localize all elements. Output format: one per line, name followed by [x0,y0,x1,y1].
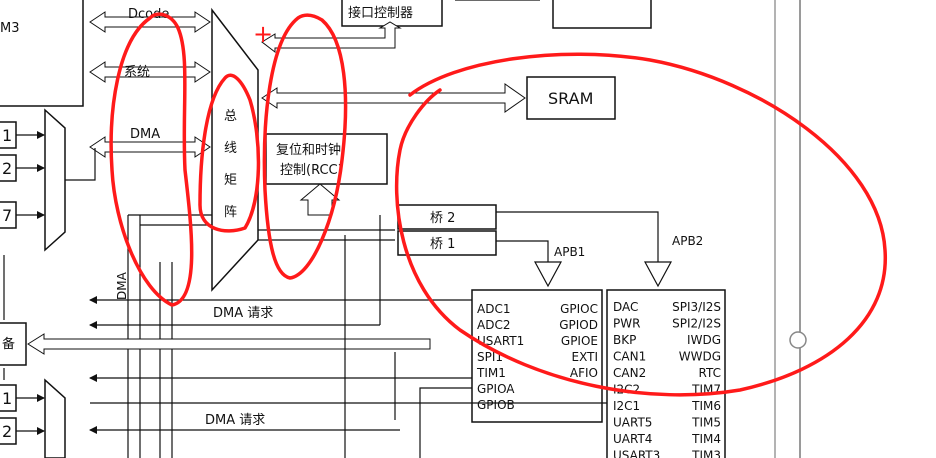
apb1-periph-gpioc: GPIOC [560,302,598,316]
apb2-line [496,211,659,262]
apb1-periph-usart1: USART1 [477,334,524,348]
bridge1-box [397,230,497,256]
ch7a-label: 7 [2,206,12,225]
apb2-periph-tim4: TIM4 [691,432,721,446]
apb2-periph-uart5: UART5 [613,416,652,430]
apb1-line [496,240,549,262]
matrix-to-sram-bus [261,83,526,113]
top-right-block [552,0,652,29]
red-annotations: + [109,12,887,397]
annotation-circle-apb-region [394,52,887,397]
apb1-periph-adc1: ADC1 [477,302,510,316]
annotation-plus-mark: + [253,20,273,48]
apb2-periph-tim3: TIM3 [691,449,721,458]
apb1-periph-afio: AFIO [570,366,598,380]
apb1-arrow [533,261,563,288]
system-label: 系统 [124,65,150,80]
apb2-periph-usart3: USART3 [613,449,660,458]
apb2-periph-uart4: UART4 [613,432,652,446]
side-fragment-label: 备 [2,336,15,352]
ch1b-label: 1 [2,389,12,408]
apb2-periph-dac: DAC [613,300,638,314]
apb2-periph-tim5: TIM5 [691,416,721,430]
apb1-periph-exti: EXTI [572,350,598,364]
tim3-fragment-label: M3 [0,21,20,36]
apb2-periph-i2c1: I2C1 [613,399,640,413]
annotation-circle-bus-matrix [198,73,261,233]
left-side-block [0,322,27,366]
matrix-to-ic-bus [261,21,402,54]
ch2a-label: 2 [2,159,12,178]
bridge2-label: 桥 2 [430,211,455,226]
apb1-periph-gpiod: GPIOD [559,318,598,332]
interface-controller-label: 接口控制器 [348,5,413,21]
apb1-peripheral-box [471,289,603,423]
apb2-label: APB2 [672,234,703,248]
sram-box [526,76,616,120]
ch1a-label: 1 [2,126,12,145]
apb2-peripheral-list: DACPWRBKPCAN1CAN2I2C2I2C1UART5UART4USART… [613,300,721,458]
apb2-periph-rtc: RTC [699,366,721,380]
rcc-label-line1: 复位和时钟 [276,142,341,158]
dma-request-2c-line [419,387,472,458]
dcode-bus-arrow [89,11,211,33]
apb1-periph-gpioe: GPIOE [561,334,598,348]
annotation-circle-system-buses [109,12,194,307]
dma-request-1b-connector [379,215,396,420]
apb2-periph-pwr: PWR [613,317,640,331]
apb1-periph-adc2: ADC2 [477,318,510,332]
bus-matrix-char-4: 阵 [224,205,237,220]
apb2-periph-can2: CAN2 [613,366,646,380]
dma2-channel-mux [44,378,66,458]
bridge2-box [397,204,497,230]
core-block-fragment [0,0,84,107]
dma-bus-arrow [89,136,211,158]
apb2-periph-spi2-i2s: SPI2/I2S [672,317,721,331]
dma1-channel-mux [44,108,66,252]
apb2-periph-wwdg: WWDG [679,350,721,364]
apb1-periph-gpiob: GPIOB [477,398,515,412]
bus-matrix-char-1: 总 [224,109,237,124]
bus-matrix-char-2: 线 [224,141,237,156]
apb1-peripheral-list: ADC1ADC2USART1SPI1TIM1GPIOAGPIOBGPIOCGPI… [476,302,598,412]
apb1-periph-gpioa: GPIOA [477,382,515,396]
dcode-label: Dcode [128,7,169,22]
apb2-arrow [643,261,673,288]
frame-handle [789,331,807,349]
apb2-peripheral-box [606,289,726,458]
annotation-circle-rcc [262,13,348,280]
apb2-periph-spi3-i2s: SPI3/I2S [672,300,721,314]
side-bus-arrow [27,333,431,355]
apb2-periph-tim6: TIM6 [691,399,721,413]
dma-request-1-label: DMA 请求 [213,306,273,321]
apb1-periph-tim1: TIM1 [476,366,506,380]
mux1-out [65,148,96,181]
rcc-box [265,133,388,185]
dma-top-connector [128,214,212,226]
apb2-periph-iwdg: IWDG [687,333,721,347]
dma-vertical-label: DMA [115,271,129,300]
sram-label: SRAM [548,89,593,108]
dma-request-2-label: DMA 请求 [205,413,265,428]
apb2-periph-bkp: BKP [613,333,636,347]
apb2-periph-can1: CAN1 [613,350,646,364]
dma-bus-label: DMA [130,127,160,142]
bus-matrix-char-3: 矩 [224,173,237,188]
bridge1-label: 桥 1 [430,237,455,252]
apb1-label: APB1 [554,245,585,259]
ch2b-label: 2 [2,422,12,441]
rcc-label-line2: 控制(RCC) [280,163,343,178]
